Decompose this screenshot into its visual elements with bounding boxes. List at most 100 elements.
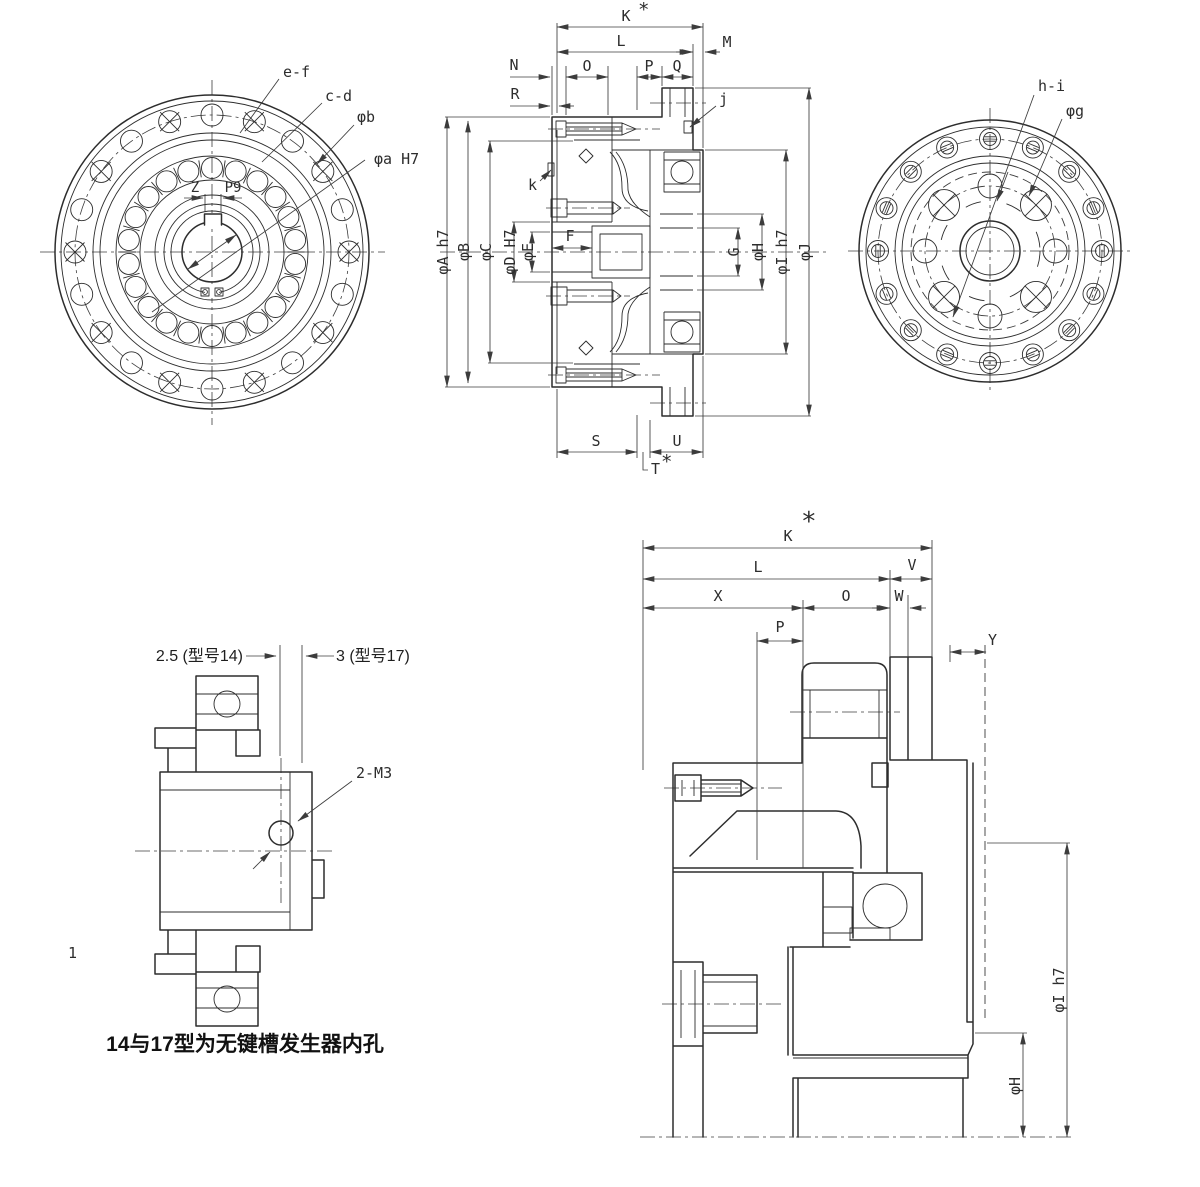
bearing-ball (224, 160, 247, 183)
dim-label-R: R (510, 85, 520, 103)
dim-label-S: S (591, 432, 600, 450)
generator-caption: 14与17型为无键槽发生器内孔 (106, 1032, 384, 1056)
cage-line (284, 225, 301, 232)
bolt-hole-cross (159, 111, 180, 132)
concentric-circle (877, 138, 1103, 364)
dim-label-W: W (894, 587, 904, 605)
dim-label-phiI2: φI h7 (1050, 967, 1068, 1012)
dim-label-V: V (907, 556, 916, 574)
dim-label-K2: K (783, 527, 792, 545)
screw-slot (1028, 353, 1039, 360)
screw-slot (942, 147, 954, 153)
cage-line (261, 308, 273, 323)
screw-head (867, 240, 889, 262)
cage-line (151, 308, 163, 323)
cage-line (151, 181, 163, 196)
bolt-hole (120, 129, 143, 153)
flange-hole (977, 173, 1003, 199)
screw-slot (941, 353, 952, 360)
circlip-lugs (200, 287, 224, 297)
screw-head (1082, 282, 1105, 305)
bearing-ball (201, 325, 223, 347)
bearing-ball (177, 160, 200, 183)
screw-head (936, 343, 959, 366)
dim-label-phiI: φI h7 (773, 229, 791, 274)
dim-label-K2-star: * (801, 507, 817, 537)
flange-hole (912, 238, 938, 264)
dim-label-phiE: φE (519, 243, 537, 261)
bearing-ball (124, 275, 147, 298)
screw-socket (1062, 164, 1077, 179)
bearing-ball (137, 186, 160, 208)
dim-label-p9: P9 (225, 180, 242, 196)
dim-label-U: U (672, 432, 681, 450)
screw-socket (903, 323, 918, 338)
cage-line (284, 272, 301, 279)
dim-label-X: X (713, 587, 722, 605)
flange-hole (1042, 238, 1068, 264)
screw-socket (1095, 244, 1109, 258)
dim-label-O: O (582, 57, 591, 75)
front-bolt-holes (63, 103, 361, 401)
dim-label-T-star: * (661, 451, 672, 473)
dim-label-type17: 3 (型号17) (336, 647, 410, 665)
bolt-hole (158, 110, 182, 134)
screw-head (1058, 160, 1081, 183)
bolt-hole (89, 160, 113, 183)
bearing-ball (277, 206, 300, 229)
dim-label-Q: Q (672, 57, 681, 75)
bearing-ball (117, 229, 140, 251)
dim-label-K-star: * (638, 0, 649, 21)
screw-slot (942, 349, 954, 355)
dim-label-phiC: φC (477, 243, 495, 261)
circlip-lug-hole (216, 289, 222, 295)
dim-label-T: T (651, 460, 660, 478)
cage-line (222, 326, 226, 344)
bearing-ball (155, 170, 178, 193)
dim-label-phiH2: φH (1006, 1077, 1024, 1095)
keyway (203, 213, 223, 226)
concentric-circle (910, 171, 1070, 331)
bolt-hole-cross (159, 372, 180, 393)
cage-line (173, 167, 182, 184)
screw-slot (1092, 289, 1099, 300)
screw-slot (1066, 166, 1075, 175)
concentric-circle (154, 194, 270, 310)
concentric-circle (139, 179, 285, 325)
bolt-hole (158, 370, 182, 394)
bearing-ball (284, 229, 307, 251)
dim-label-phia: φa H7 (374, 150, 419, 168)
flange-hole-crossed (1020, 281, 1052, 313)
screw-slot (941, 142, 952, 149)
screw-slot (1092, 202, 1099, 213)
dim-label-2M3: 2-M3 (356, 764, 392, 782)
screw-head (899, 160, 922, 183)
dim-label-G: G (725, 247, 743, 256)
bolt-hole-cross (339, 242, 359, 262)
cage-line (198, 160, 202, 178)
bearing-ball (137, 296, 160, 318)
bolt-hole (242, 370, 266, 394)
screw-slot (905, 327, 914, 336)
dim-label-M: M (722, 33, 731, 51)
bearing-ball (277, 275, 300, 298)
section-bearing-ball (670, 320, 694, 344)
dim-label-phiH: φH (749, 243, 767, 261)
bearing-ball (117, 253, 140, 275)
hole-cross (1024, 193, 1048, 217)
screw-slot (905, 166, 914, 175)
screw-head (875, 197, 898, 220)
screw-slot (886, 203, 892, 215)
circlip-lug-hole (202, 289, 208, 295)
screw-slot (1026, 147, 1038, 153)
section-view: K * L M N O P Q R φA h7 φB φC φD H7 φE F… (434, 0, 830, 478)
screw-socket (1025, 347, 1040, 362)
hole-cross (932, 193, 956, 217)
concentric-circle (92, 132, 332, 372)
enlarged-bearing-ball (862, 883, 908, 929)
bolt-hole (337, 240, 361, 264)
concentric-circle (99, 139, 325, 365)
screw-slot (908, 169, 917, 178)
cage-line (173, 320, 182, 337)
concentric-circle (959, 220, 1021, 282)
